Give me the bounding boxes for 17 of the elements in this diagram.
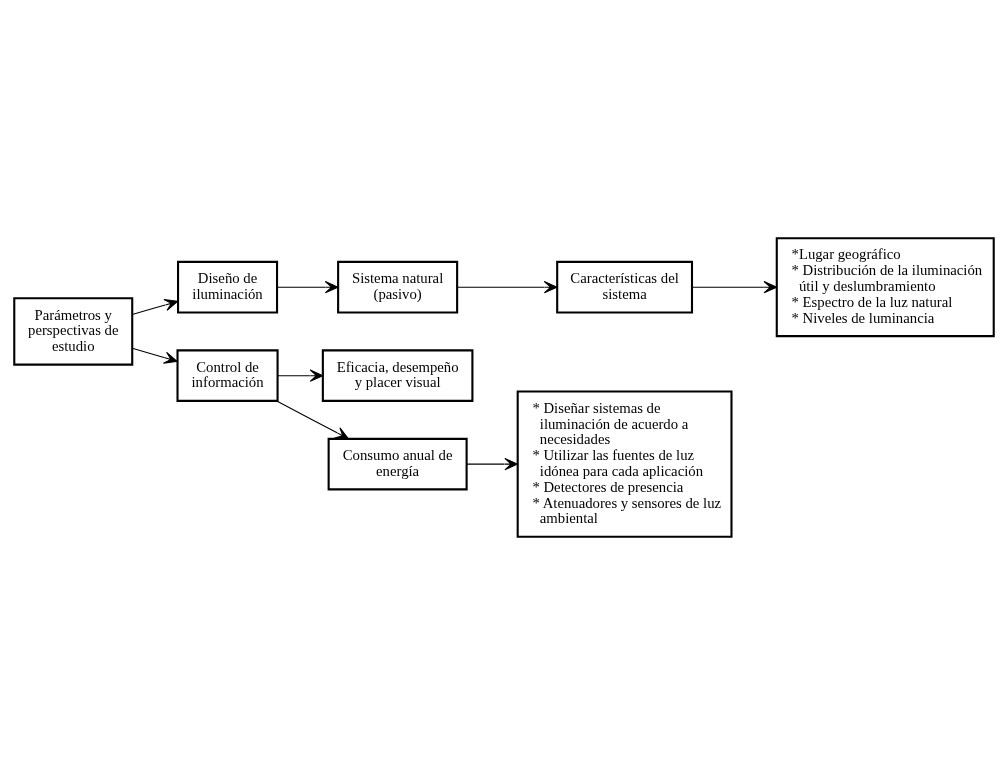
arrow bbox=[276, 368, 323, 382]
arrow bbox=[276, 280, 338, 293]
node-box: Sistema natural (pasivo) bbox=[336, 260, 458, 313]
node-box: Consumo anual de energía bbox=[327, 437, 468, 490]
node-box: Eficacia, desempeño y placer visual bbox=[321, 348, 473, 402]
arrow bbox=[131, 298, 178, 315]
arrow bbox=[131, 347, 178, 364]
node-box: Diseño de iluminación bbox=[176, 260, 278, 313]
node-box: Parámetros y perspectivas de estudio bbox=[12, 296, 133, 366]
arrow bbox=[275, 399, 349, 439]
arrow bbox=[465, 457, 518, 470]
arrow bbox=[691, 280, 777, 293]
arrow bbox=[456, 280, 558, 293]
node-box: Control de información bbox=[175, 348, 279, 402]
node-box: *Lugar geográfico * Distribución de la iluminación útil y deslumbramiento * Espectro de la luz natural * Niveles de luminancia bbox=[775, 236, 995, 337]
node-box: * Diseñar sistemas de iluminación de acuerdo a necesidades * Utilizar las fuentes de luz idónea para cada aplicación * Detectores de presencia * Atenuadores y sensores de luz ambiental bbox=[516, 389, 733, 538]
node-box: Características del sistema bbox=[555, 260, 693, 313]
